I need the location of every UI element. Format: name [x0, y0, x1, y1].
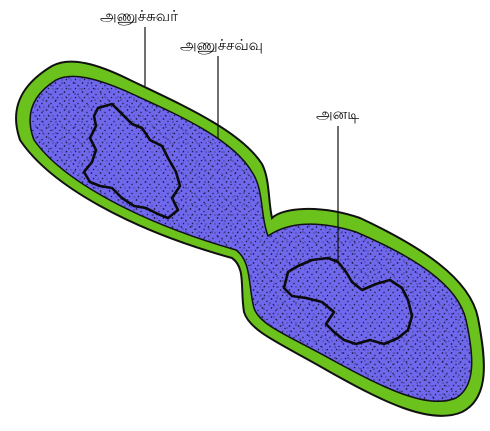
cell-membrane-label: அணுச்சவ்வு	[180, 36, 263, 54]
nucleoid-label: அனடி	[316, 105, 359, 123]
cell-wall-label: அணுச்சுவர்	[100, 7, 178, 25]
